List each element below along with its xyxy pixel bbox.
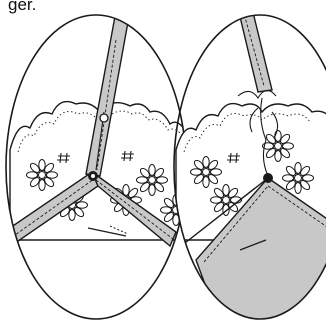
daisy-icon bbox=[27, 160, 58, 191]
left-panel bbox=[4, 0, 192, 319]
right-strap bbox=[236, 0, 272, 92]
daisy-icon bbox=[191, 157, 222, 188]
daisy-icon bbox=[137, 165, 168, 196]
right-panel bbox=[174, 0, 326, 322]
daisy-icon bbox=[263, 131, 294, 162]
daisy-icon bbox=[283, 163, 314, 194]
pin-icon bbox=[100, 114, 108, 122]
